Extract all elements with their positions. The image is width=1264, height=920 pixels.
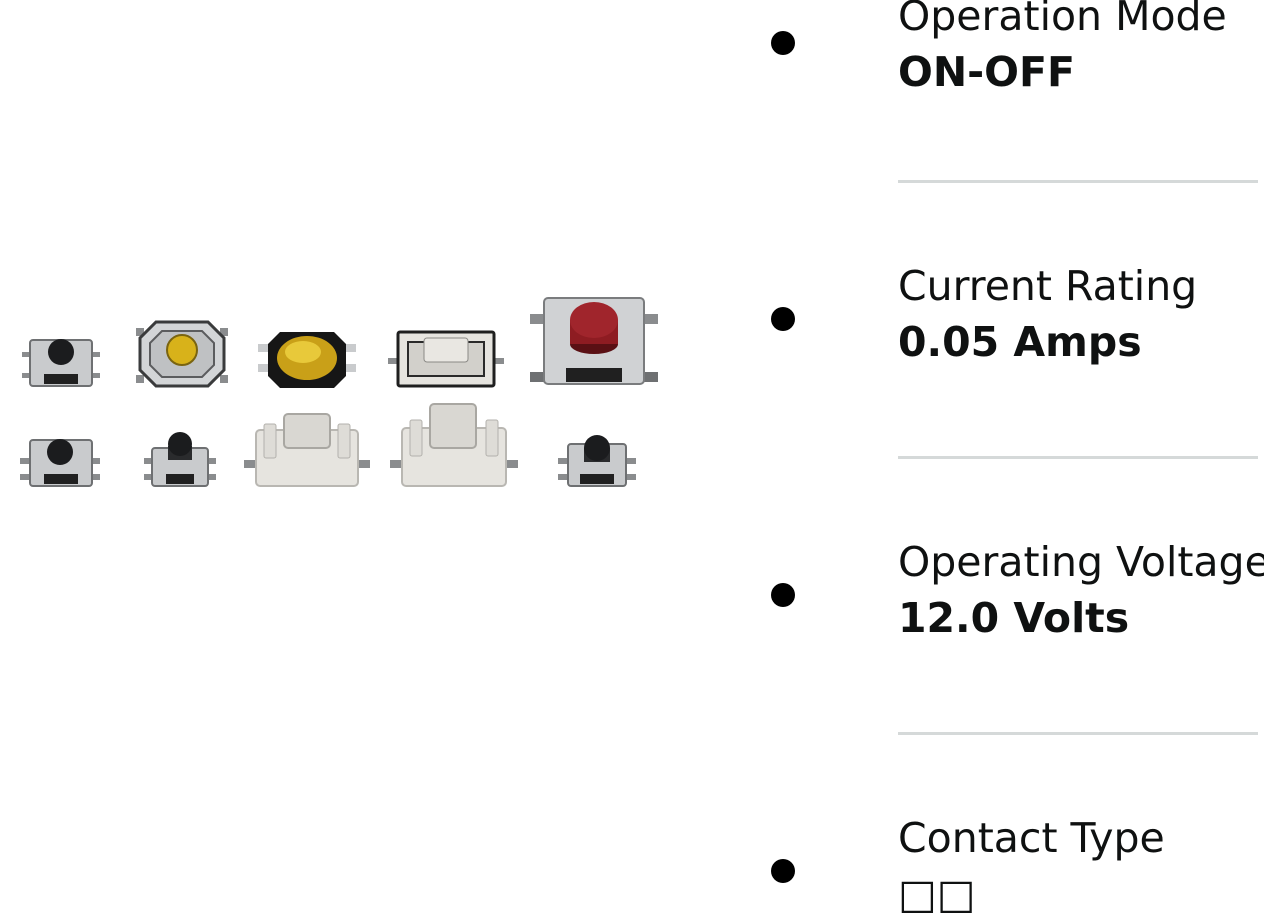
- tactile-push-button-switches-image: [20, 297, 658, 487]
- spec-label: Operating Voltage: [898, 538, 1264, 586]
- spec-label: Current Rating: [898, 262, 1198, 310]
- bullet-icon: [771, 583, 795, 607]
- switch-large-red: [530, 297, 658, 385]
- spec-item-operating-voltage: Operating Voltage 12.0 Volts: [898, 538, 1264, 644]
- spec-value: ON-OFF: [898, 48, 1076, 96]
- spec-divider: [898, 456, 1258, 459]
- spec-label: Contact Type: [898, 814, 1165, 862]
- spec-value: 0.05 Amps: [898, 318, 1142, 366]
- bullet-icon: [771, 859, 795, 883]
- spec-value: 12.0 Volts: [898, 594, 1130, 642]
- switch-small-black-4: [558, 435, 636, 487]
- switch-flat-white: [388, 330, 504, 388]
- spec-item-operation-mode: Operation Mode ON-OFF: [898, 0, 1264, 98]
- switch-black-yellow: [258, 332, 356, 388]
- spec-item-current-rating: Current Rating 0.05 Amps: [898, 262, 1264, 368]
- bullet-icon: [771, 307, 795, 331]
- bullet-icon: [771, 31, 795, 55]
- spec-item-contact-type: Contact Type □□: [898, 814, 1264, 920]
- spec-value: □□: [898, 870, 976, 918]
- switch-octagon-yellow: [136, 320, 228, 388]
- spec-divider: [898, 732, 1258, 735]
- spec-label: Operation Mode: [898, 0, 1227, 40]
- switch-white-1: [244, 413, 370, 487]
- spec-divider: [898, 180, 1258, 183]
- switch-small-black-3: [144, 432, 216, 487]
- switch-white-2: [390, 403, 518, 487]
- switch-small-black-1: [22, 339, 100, 387]
- switch-small-black-2: [20, 439, 100, 487]
- product-image: [0, 180, 700, 520]
